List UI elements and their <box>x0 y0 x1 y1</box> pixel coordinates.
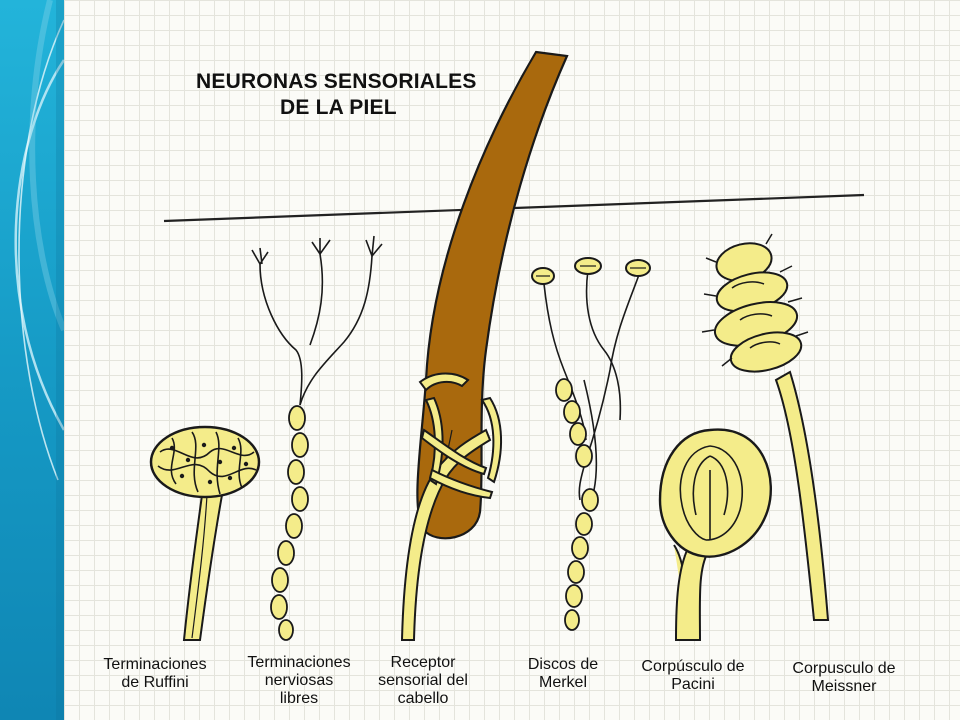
label-hair-receptor-line-3: cabello <box>397 690 449 707</box>
label-meissner: Corpusculo de Meissner <box>769 660 919 696</box>
ruffini-ending-figure <box>149 425 261 641</box>
diagram-title-line-1: NEURONAS SENSORIALES <box>196 70 477 93</box>
free-nerve-endings-figure <box>251 235 383 641</box>
label-pacini-line-1: Corpúsculo de <box>641 658 745 675</box>
label-free-nerve-endings-line-1: Terminaciones <box>247 654 351 671</box>
label-ruffini-line-2: de Ruffini <box>121 674 189 691</box>
label-free-nerve-endings: Terminaciones nerviosas libres <box>224 654 374 708</box>
pacini-corpuscle-figure <box>658 428 772 641</box>
label-merkel-line-2: Merkel <box>538 674 587 691</box>
label-hair-receptor: Receptor sensorial del cabello <box>348 654 498 708</box>
merkel-disc-set <box>531 257 651 285</box>
merkel-bead-chain <box>555 378 599 631</box>
merkel-discs-figure <box>531 257 651 631</box>
label-ruffini-line-1: Terminaciones <box>103 656 207 673</box>
label-pacini-line-2: Pacini <box>671 676 715 693</box>
diagram-title-line-2: DE LA PIEL <box>280 96 397 119</box>
label-meissner-line-2: Meissner <box>811 678 877 695</box>
label-free-nerve-endings-line-3: libres <box>279 690 319 707</box>
label-free-nerve-endings-line-2: nerviosas <box>264 672 334 689</box>
slide-decoration-band <box>0 0 64 720</box>
label-meissner-line-1: Corpusculo de <box>792 660 896 677</box>
hair-receptor-figure <box>400 50 569 641</box>
label-ruffini: Terminaciones de Ruffini <box>80 656 230 692</box>
label-pacini: Corpúsculo de Pacini <box>618 658 768 694</box>
skin-neuron-illustration <box>149 50 865 641</box>
label-merkel-line-1: Discos de <box>527 656 599 673</box>
label-merkel: Discos de Merkel <box>488 656 638 692</box>
diagram-canvas: NEURONAS SENSORIALES DE LA PIEL <box>64 0 960 720</box>
label-hair-receptor-line-2: sensorial del <box>378 672 468 689</box>
free-nerve-bead-chain <box>270 405 309 641</box>
label-hair-receptor-line-1: Receptor <box>390 654 456 671</box>
meissner-corpuscle-figure <box>701 233 830 621</box>
